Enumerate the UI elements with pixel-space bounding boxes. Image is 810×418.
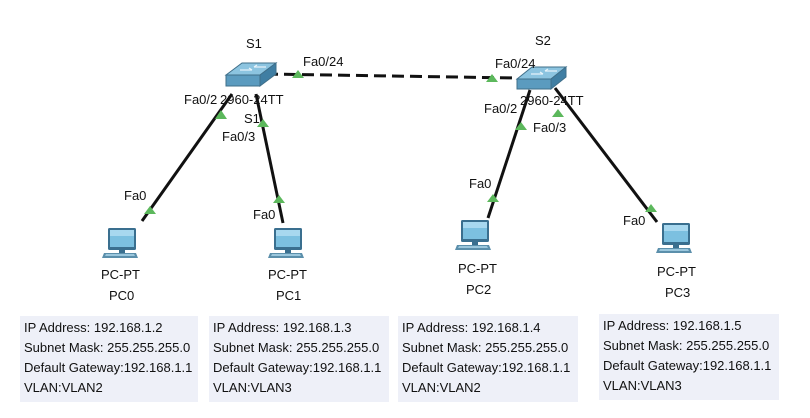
pc2-port-label: Fa0 [469, 176, 491, 191]
pc3-port-label: Fa0 [623, 213, 645, 228]
port-up-indicator [292, 70, 304, 78]
link-s2-pc3[interactable] [553, 87, 659, 223]
pc3-default-gateway: Default Gateway:192.168.1.1 [603, 358, 772, 373]
pc0-type-label: PC-PT [101, 267, 140, 282]
pc2-icon[interactable] [455, 220, 491, 250]
pc3-name-label: PC3 [665, 285, 690, 300]
port-up-indicator [257, 119, 269, 127]
pc3-ip-address: IP Address: 192.168.1.5 [603, 318, 742, 333]
pc2-ip-address: IP Address: 192.168.1.4 [402, 320, 541, 335]
pc0-port-label: Fa0 [124, 188, 146, 203]
pc1-type-label: PC-PT [268, 267, 307, 282]
s2-pc3-switch-port-label: Fa0/3 [533, 120, 566, 135]
pc3-type-label: PC-PT [657, 264, 696, 279]
link-s1-pc1[interactable] [254, 93, 285, 224]
pc2-name-label: PC2 [466, 282, 491, 297]
port-status-indicators [144, 70, 657, 214]
switch-s1[interactable] [224, 62, 278, 87]
pc2-type-label: PC-PT [458, 261, 497, 276]
switch-s2[interactable] [515, 65, 568, 91]
port-up-indicator [486, 74, 498, 82]
pc0-vlan: VLAN:VLAN2 [24, 380, 103, 395]
pc1-icon[interactable] [268, 228, 304, 258]
s1-sub-label: S1 [244, 111, 260, 126]
trunk-link[interactable] [265, 72, 518, 80]
pc2-default-gateway: Default Gateway:192.168.1.1 [402, 360, 571, 375]
s1-model-label: 2960-24TT [220, 92, 284, 107]
pc0-default-gateway: Default Gateway:192.168.1.1 [24, 360, 193, 375]
pc1-vlan: VLAN:VLAN3 [213, 380, 292, 395]
pc0-name-label: PC0 [109, 288, 134, 303]
pc0-ip-address: IP Address: 192.168.1.2 [24, 320, 163, 335]
pc2-subnet-mask: Subnet Mask: 255.255.255.0 [402, 340, 569, 355]
s1-name-label: S1 [246, 36, 262, 51]
pc1-name-label: PC1 [276, 288, 301, 303]
port-up-indicator [273, 195, 285, 203]
s2-pc2-switch-port-label: Fa0/2 [484, 101, 517, 116]
link-s1-pc0[interactable] [140, 93, 234, 222]
pc1-info-note: IP Address: 192.168.1.3 Subnet Mask: 255… [209, 316, 389, 402]
pc2-vlan: VLAN:VLAN2 [402, 380, 481, 395]
port-up-indicator [144, 206, 156, 214]
trunk-s2-port-label: Fa0/24 [495, 56, 535, 71]
pc3-vlan: VLAN:VLAN3 [603, 378, 682, 393]
port-up-indicator [515, 122, 527, 130]
port-up-indicator [487, 194, 499, 202]
pc1-port-label: Fa0 [253, 207, 275, 222]
s2-name-label: S2 [535, 33, 551, 48]
pc3-info-note: IP Address: 192.168.1.5 Subnet Mask: 255… [599, 314, 779, 400]
s1-pc0-switch-port-label: Fa0/2 [184, 92, 217, 107]
s2-model-label: 2960-24TT [520, 93, 584, 108]
pc1-subnet-mask: Subnet Mask: 255.255.255.0 [213, 340, 380, 355]
pc3-icon[interactable] [656, 223, 692, 253]
s1-pc1-switch-port-label: Fa0/3 [222, 129, 255, 144]
pc0-icon[interactable] [102, 228, 138, 258]
pc3-subnet-mask: Subnet Mask: 255.255.255.0 [603, 338, 770, 353]
port-up-indicator [552, 109, 564, 117]
pc1-ip-address: IP Address: 192.168.1.3 [213, 320, 352, 335]
pc0-subnet-mask: Subnet Mask: 255.255.255.0 [24, 340, 191, 355]
trunk-s1-port-label: Fa0/24 [303, 54, 343, 69]
pc2-info-note: IP Address: 192.168.1.4 Subnet Mask: 255… [398, 316, 578, 402]
port-up-indicator [215, 110, 227, 119]
pc1-default-gateway: Default Gateway:192.168.1.1 [213, 360, 382, 375]
pc0-info-note: IP Address: 192.168.1.2 Subnet Mask: 255… [20, 316, 198, 402]
port-up-indicator [645, 204, 657, 212]
